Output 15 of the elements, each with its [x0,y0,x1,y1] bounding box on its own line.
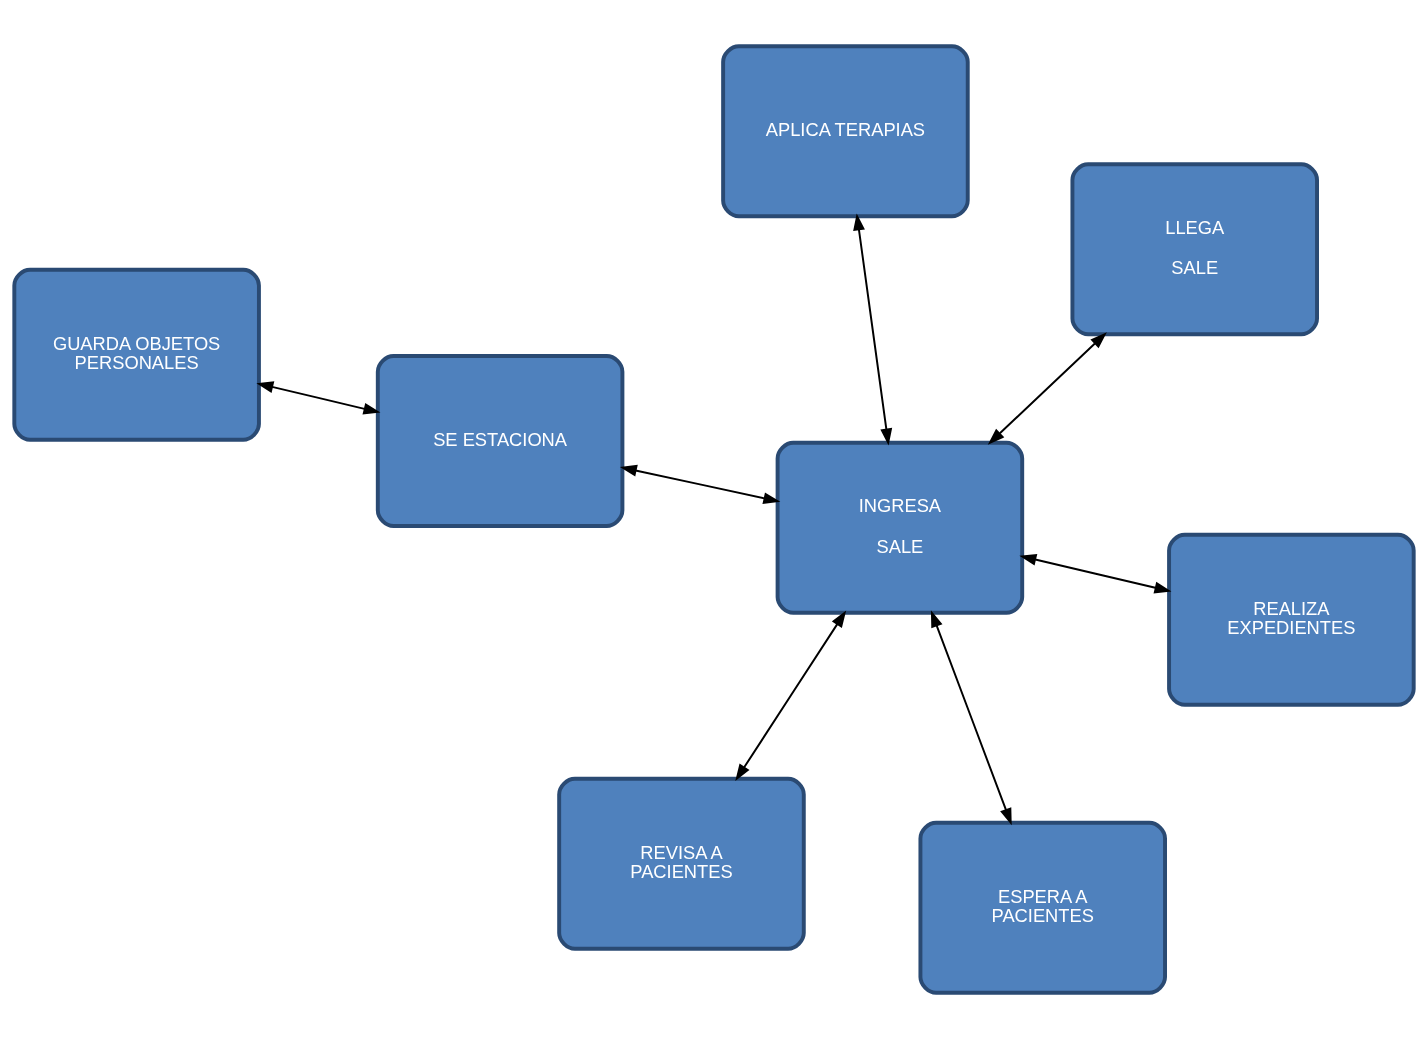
arrow [930,610,1012,826]
node-box: REVISA A PACIENTES [556,776,806,951]
node-box: SE ESTACIONA [375,354,624,529]
node-box: GUARDA OBJETOS PERSONALES [11,267,261,442]
arrow [1018,553,1171,594]
arrow [734,610,846,782]
arrow [852,213,892,446]
node-box: ESPERA A PACIENTES [917,820,1167,995]
node-box: APLICA TERAPIAS [720,44,970,219]
arrow [987,332,1107,445]
arrow [255,381,380,415]
arrow [619,464,780,505]
node-box: INGRESA SALE [775,440,1024,615]
node-box: LLEGA SALE [1069,162,1319,337]
node-box: REALIZA EXPEDIENTES [1166,532,1416,707]
